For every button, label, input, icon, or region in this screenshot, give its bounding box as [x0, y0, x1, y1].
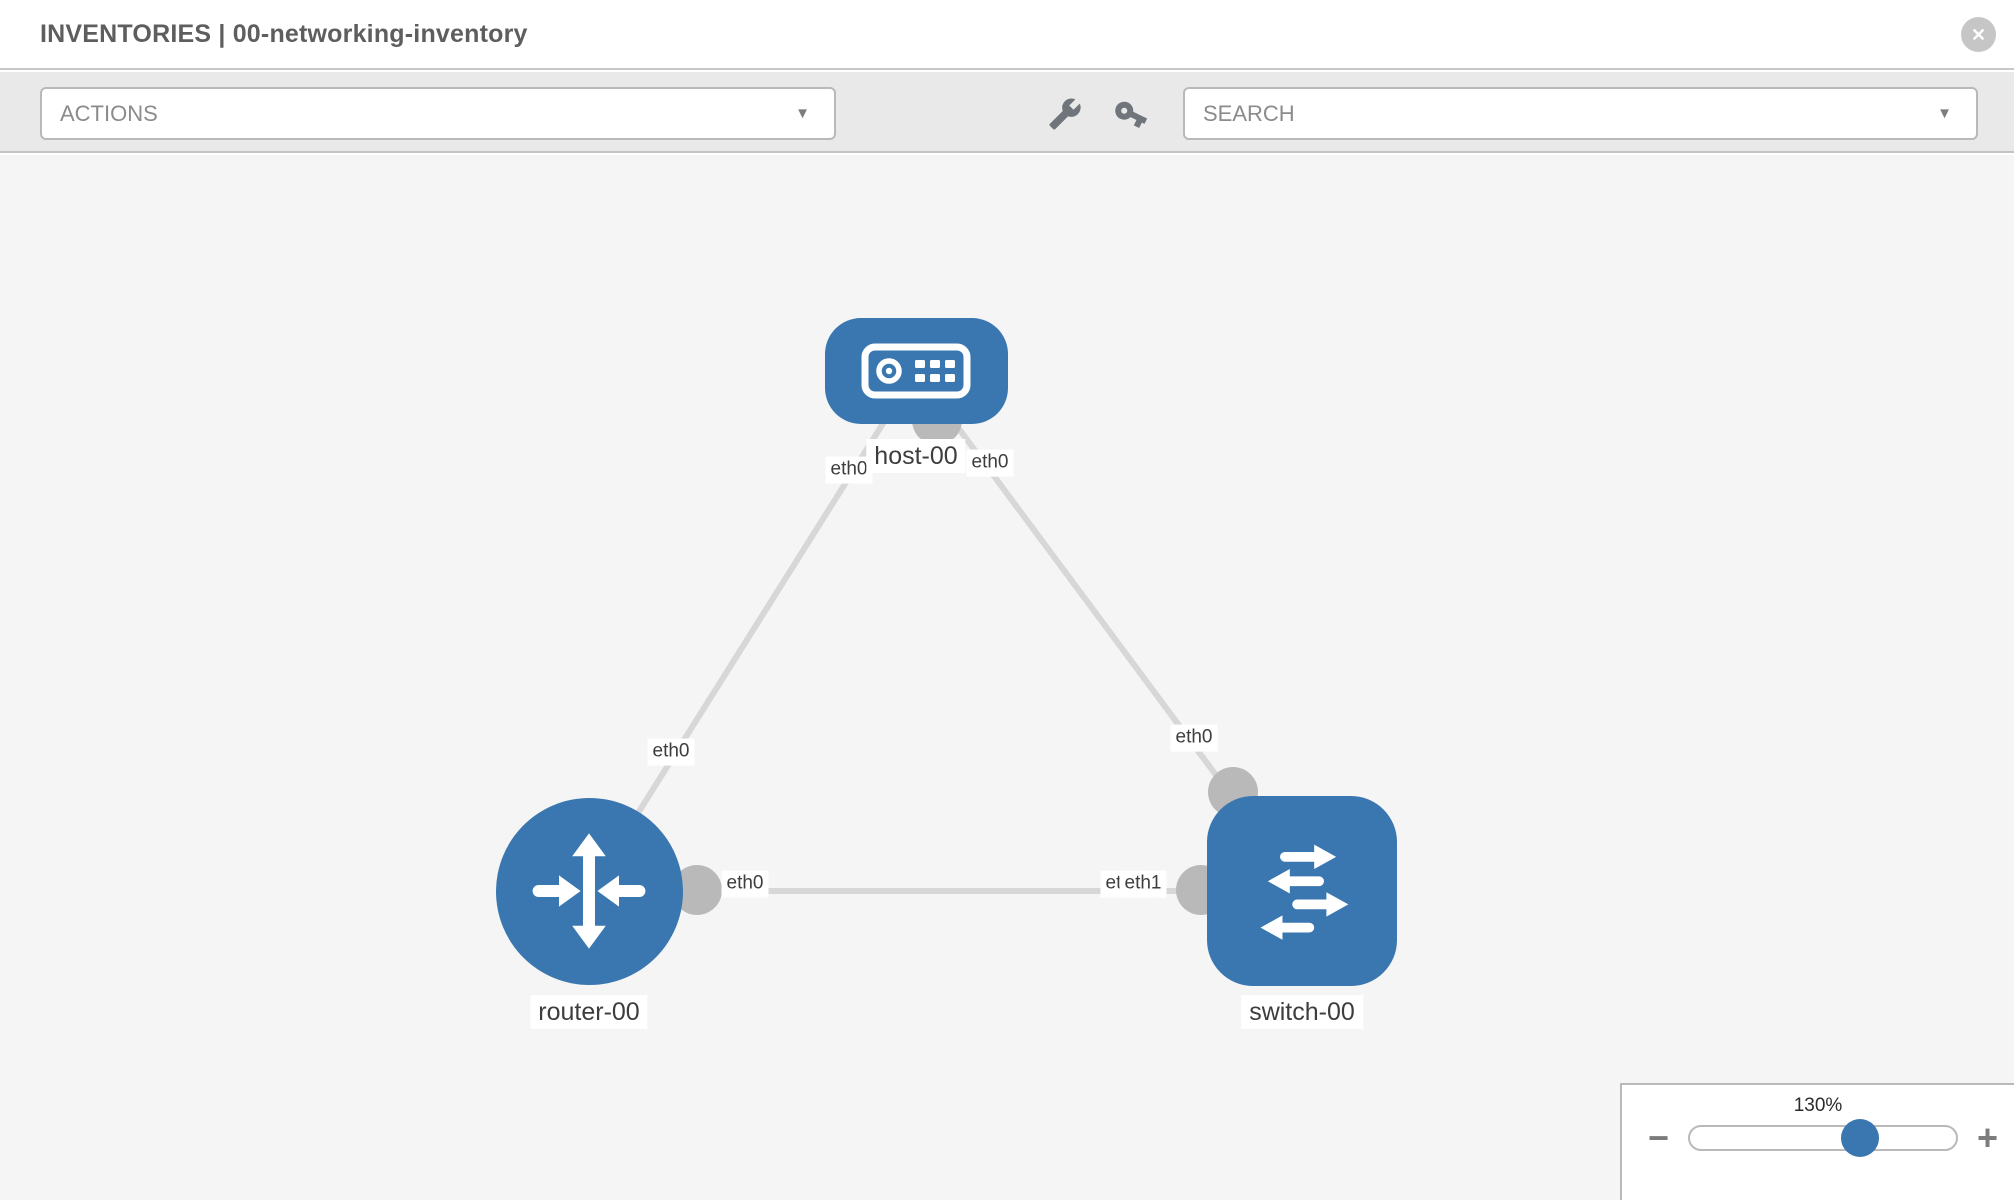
interface-label: eth1	[1119, 870, 1167, 898]
interface-label: eth0	[1170, 724, 1218, 752]
interface-label: eth0	[647, 738, 695, 766]
zoom-slider-handle[interactable]	[1841, 1119, 1880, 1157]
host-icon	[861, 343, 971, 399]
close-button[interactable]: ✕	[1961, 17, 1996, 52]
zoom-in-button[interactable]: +	[1976, 1117, 1998, 1158]
node-label-router-00: router-00	[530, 995, 648, 1029]
link-layer	[586, 369, 1305, 915]
actions-dropdown[interactable]: ACTIONS ▼	[40, 87, 836, 140]
toolbar: ACTIONS ▼ SEARCH ▼	[0, 72, 2014, 153]
switch-icon	[1260, 844, 1349, 940]
node-label-host-00: host-00	[866, 439, 966, 473]
page-header: INVENTORIES | 00-networking-inventory ✕	[0, 0, 2014, 70]
interface-dot	[672, 865, 722, 915]
node-router-00[interactable]	[495, 797, 683, 985]
key-button[interactable]	[1108, 92, 1154, 136]
interface-label: eth0	[825, 456, 873, 484]
actions-dropdown-label: ACTIONS	[60, 100, 158, 126]
close-icon: ✕	[1970, 24, 1987, 45]
search-dropdown[interactable]: SEARCH ▼	[1183, 87, 1978, 140]
node-host-00[interactable]	[824, 318, 1008, 424]
zoom-out-button[interactable]: −	[1648, 1117, 1670, 1158]
wrench-icon	[1049, 98, 1081, 130]
chevron-down-icon: ▼	[795, 105, 810, 122]
zoom-level: 130%	[1793, 1095, 1843, 1116]
key-icon	[1115, 101, 1148, 129]
chevron-down-icon: ▼	[1937, 105, 1952, 122]
wrench-button[interactable]	[1042, 92, 1088, 136]
search-dropdown-label: SEARCH	[1203, 100, 1295, 126]
page-title: INVENTORIES | 00-networking-inventory	[40, 20, 528, 48]
interface-label: eth0	[966, 449, 1014, 477]
topology-canvas[interactable]: eth0eth0eth0eth0eth0eth0eth1host-00route…	[0, 155, 2014, 1200]
zoom-slider[interactable]	[1688, 1119, 1958, 1157]
node-label-switch-00: switch-00	[1241, 995, 1363, 1029]
zoom-panel: 130% − +	[1620, 1083, 2014, 1200]
interface-label: eth0	[721, 870, 769, 898]
router-icon	[532, 833, 646, 949]
node-switch-00[interactable]	[1207, 796, 1397, 986]
